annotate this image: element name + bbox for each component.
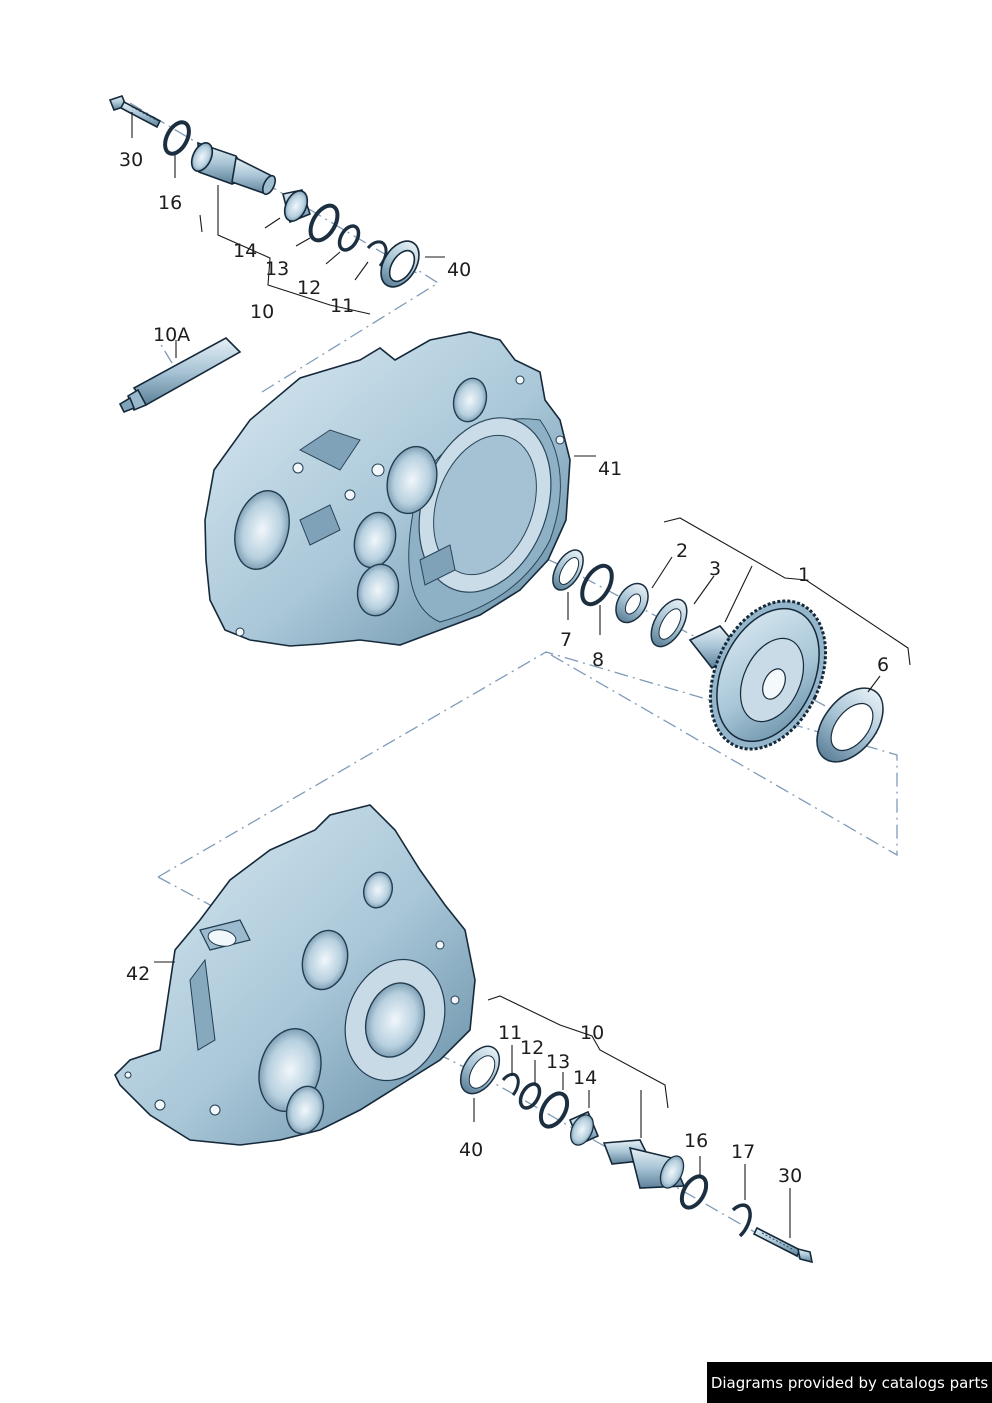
ring-12-bottom (518, 1082, 542, 1110)
ring-12-top (337, 224, 361, 252)
callout-13-top: 13 (265, 258, 290, 280)
callout-14-bottom: 14 (573, 1067, 598, 1089)
callout-11-top: 11 (330, 295, 355, 317)
callout-30-top: 30 (119, 149, 144, 171)
callout-16-top: 16 (158, 192, 183, 214)
bearing-14-top (282, 189, 311, 224)
callout-11-bottom: 11 (498, 1022, 523, 1044)
callout-10-top: 10 (250, 301, 275, 323)
callout-40-top: 40 (447, 259, 472, 281)
ring-7 (552, 549, 584, 591)
callout-40-bottom: 40 (459, 1139, 484, 1161)
callout-10-bottom: 10 (580, 1022, 605, 1044)
attribution-footer: Diagrams provided by catalogs parts (707, 1362, 992, 1403)
bolt-30-bottom (752, 1226, 814, 1264)
callout-16-bottom: 16 (684, 1130, 709, 1152)
shim-8 (580, 563, 614, 607)
callout-17: 17 (731, 1141, 756, 1163)
bearing-6 (816, 687, 884, 763)
callout-13-bottom: 13 (546, 1051, 571, 1073)
callout-14-top: 14 (233, 240, 258, 262)
leader-lines (131, 112, 911, 1238)
ring-13-bottom (538, 1091, 570, 1129)
bearing-race-3 (650, 598, 688, 648)
callout-12-top: 12 (297, 277, 322, 299)
housing-42 (114, 804, 476, 1146)
callout-42: 42 (126, 963, 151, 985)
circlip-17 (731, 1203, 752, 1238)
housing-41 (204, 331, 571, 647)
callout-8: 8 (592, 649, 605, 671)
callout-12-bottom: 12 (520, 1037, 545, 1059)
ring-13-top (308, 203, 340, 243)
callout-6: 6 (877, 654, 890, 676)
callout-30-bottom: 30 (778, 1165, 803, 1187)
flange-shaft-10-top (190, 141, 276, 196)
flange-shaft-10-bottom (602, 1139, 686, 1189)
callout-1: 1 (798, 564, 811, 586)
callout-2: 2 (676, 540, 689, 562)
bearing-2 (615, 582, 649, 624)
sealant-tube-10a (118, 337, 242, 414)
differential-1 (688, 599, 828, 751)
callout-10a: 10A (153, 324, 191, 346)
bolt-30-top (108, 95, 162, 129)
callout-3: 3 (709, 558, 722, 580)
o-ring-16-top (163, 120, 191, 156)
bearing-14-bottom (568, 1110, 600, 1146)
o-ring-16-bottom (679, 1174, 709, 1210)
seal-40-bottom (459, 1045, 501, 1095)
circlip-11-bottom (501, 1072, 520, 1096)
callout-7: 7 (560, 629, 573, 651)
seal-40-top (380, 240, 420, 288)
callout-41: 41 (598, 458, 623, 480)
